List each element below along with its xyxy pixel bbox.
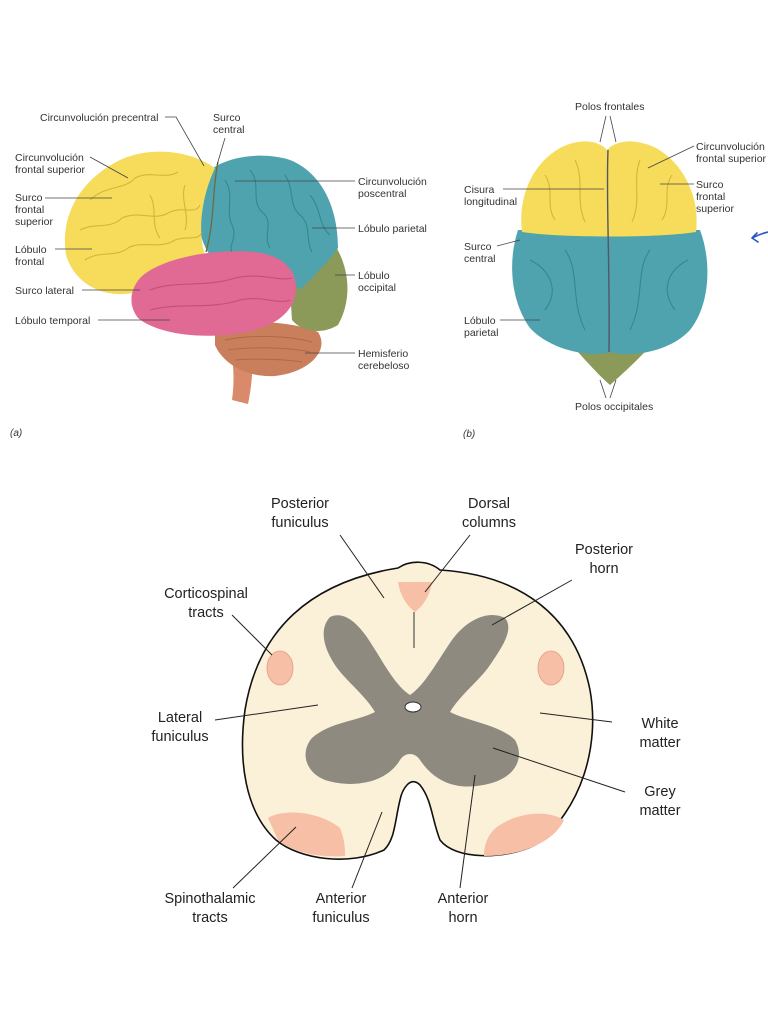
label-lobulo-occipital-2: occipital: [358, 282, 396, 294]
label-polos-frontales: Polos frontales: [575, 101, 644, 113]
leader-polos-frontales: [599, 115, 617, 143]
leader-circ-frontal-sup-a: [89, 156, 129, 179]
label-surco-frontal-sup-b2: frontal: [696, 191, 725, 203]
label-dorsal-columns-2: columns: [462, 515, 516, 531]
leader-anterior-horn: [459, 774, 476, 889]
leader-spinothalamic: [232, 826, 297, 889]
label-dorsal-columns-1: Dorsal: [468, 496, 510, 512]
label-circ-poscentral-1: Circunvolución: [358, 176, 427, 188]
panel-letter-b: (b): [463, 429, 475, 440]
temporal-lobe: [131, 251, 296, 336]
panel-letter-a: (a): [10, 428, 22, 439]
temporal-gyri: [149, 275, 293, 311]
frontal-lobes: [521, 141, 697, 237]
label-surco-central-b2: central: [464, 253, 496, 265]
label-surco-frontal-sup-a1: Surco: [15, 192, 43, 204]
label-anterior-funiculus-1: Anterior: [316, 891, 367, 907]
leader-surco-central-a: [216, 137, 226, 166]
leader-white-matter: [539, 712, 613, 723]
label-cisura-1: Cisura: [464, 184, 495, 196]
occipital-lobe: [290, 245, 348, 332]
leader-polos-occipitales: [599, 379, 617, 399]
parietal-gyri: [224, 169, 331, 253]
label-posterior-horn-1: Posterior: [575, 542, 633, 558]
leader-grey-matter: [492, 747, 626, 793]
dorsal-columns-tract: [398, 582, 432, 612]
cerebellum: [215, 321, 322, 377]
label-corticospinal-2: tracts: [188, 605, 223, 621]
leader-posterior-funiculus: [339, 534, 385, 599]
spinothalamic-tract-left: [268, 812, 345, 857]
label-white-matter-1: White: [641, 716, 678, 732]
label-lateral-funiculus-2: funiculus: [151, 729, 208, 745]
central-canal: [404, 701, 422, 713]
label-white-matter-2: matter: [639, 735, 680, 751]
label-circ-precentral: Circunvolución precentral: [40, 112, 158, 124]
label-circ-poscentral-2: poscentral: [358, 188, 406, 200]
leader-circ-frontal-sup-b: [647, 145, 695, 169]
label-posterior-horn-2: horn: [589, 561, 618, 577]
label-polos-occipitales: Polos occipitales: [575, 401, 653, 413]
label-corticospinal-1: Corticospinal: [164, 586, 248, 602]
frontal-gyri: [79, 171, 203, 261]
leader-corticospinal: [231, 614, 273, 656]
leader-lateral-funiculus: [214, 704, 319, 721]
longitudinal-fissure: [606, 149, 610, 353]
leader-circ-precentral: [165, 116, 205, 167]
label-posterior-funiculus-2: funiculus: [271, 515, 328, 531]
leader-dorsal-columns: [424, 534, 471, 593]
label-lobulo-parietal-b2: parietal: [464, 327, 498, 339]
label-cisura-2: longitudinal: [464, 196, 517, 208]
label-lobulo-frontal-1: Lóbulo: [15, 244, 47, 256]
label-lobulo-temporal: Lóbulo temporal: [15, 315, 90, 327]
label-anterior-horn-2: horn: [448, 910, 477, 926]
leader-posterior-horn: [491, 579, 573, 626]
superior-brain-view: Polos frontales Circunvolución frontal s…: [463, 101, 768, 440]
label-surco-lateral: Surco lateral: [15, 285, 74, 297]
label-lobulo-parietal-b1: Lóbulo: [464, 315, 496, 327]
label-surco-frontal-sup-a2: frontal: [15, 204, 44, 216]
label-anterior-funiculus-2: funiculus: [312, 910, 369, 926]
spinal-cord-cross-section: Posterior funiculus Dorsal columns Poste…: [151, 496, 680, 926]
leader-surco-central-b: [496, 239, 521, 247]
label-grey-matter-1: Grey: [644, 784, 676, 800]
grey-matter-region: [305, 614, 519, 787]
corticospinal-tract-right: [537, 650, 565, 686]
central-sulcus: [205, 161, 219, 253]
label-surco-frontal-sup-b3: superior: [696, 203, 734, 215]
label-surco-central-a2: central: [213, 124, 245, 136]
label-anterior-horn-1: Anterior: [438, 891, 489, 907]
label-circ-frontal-sup-a2: frontal superior: [15, 164, 86, 176]
spinothalamic-tract-right: [484, 813, 564, 856]
label-spinothalamic-1: Spinothalamic: [164, 891, 255, 907]
corticospinal-tract-left: [266, 650, 294, 686]
label-grey-matter-2: matter: [639, 803, 680, 819]
frontal-lobe: [64, 151, 215, 295]
label-surco-frontal-sup-b1: Surco: [696, 179, 724, 191]
leader-anterior-funiculus: [351, 811, 383, 889]
label-surco-central-a1: Surco: [213, 112, 241, 124]
label-hemisferio-1: Hemisferio: [358, 348, 408, 360]
handwritten-arrow-icon: [751, 231, 768, 243]
label-surco-central-b1: Surco: [464, 241, 492, 253]
label-lobulo-frontal-2: frontal: [15, 256, 44, 268]
label-posterior-funiculus-1: Posterior: [271, 496, 329, 512]
label-circ-frontal-sup-b2: frontal superior: [696, 153, 767, 165]
label-lobulo-occipital-1: Lóbulo: [358, 270, 390, 282]
label-hemisferio-2: cerebeloso: [358, 360, 410, 372]
lateral-brain-view: Circunvolución precentral Surco central …: [10, 112, 427, 439]
label-circ-frontal-sup-b1: Circunvolución: [696, 141, 765, 153]
label-circ-frontal-sup-a1: Circunvolución: [15, 152, 84, 164]
parietal-lobes: [512, 230, 708, 355]
label-lobulo-parietal-a: Lóbulo parietal: [358, 223, 427, 235]
label-lateral-funiculus-1: Lateral: [158, 710, 202, 726]
label-spinothalamic-2: tracts: [192, 910, 227, 926]
label-surco-frontal-sup-a3: superior: [15, 216, 53, 228]
